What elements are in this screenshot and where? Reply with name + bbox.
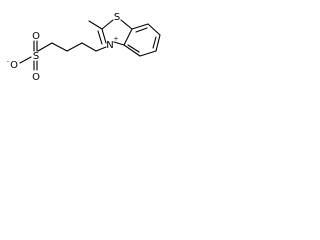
oxygen-negative-charge: -	[7, 59, 9, 66]
sulfonate-oxygen-side-label: O	[10, 60, 18, 71]
bond-c4-sulfonate	[37, 42, 53, 52]
bond-n3-c1	[95, 46, 107, 52]
sulfonate-sulfur-label: S	[33, 51, 39, 62]
bond-c3-c4	[51, 42, 68, 52]
bond-c2-methyl	[88, 20, 103, 30]
bond-s-o-side	[19, 56, 32, 64]
bond-c6-c5-inner	[152, 36, 157, 49]
bond-c4-c3a-inner	[127, 44, 140, 53]
bond-c4-c3a	[123, 44, 141, 57]
chemical-structure: S N + S O O - O	[7, 12, 161, 83]
bond-c7a-c7-inner	[135, 27, 148, 33]
nitrogen-positive-charge: +	[113, 36, 118, 43]
bond-c3a-c7a	[123, 28, 133, 46]
nitrogen-label: N	[106, 40, 113, 51]
sulfonate-oxygen-top-label: O	[32, 31, 40, 42]
bond-c1-c2	[81, 42, 97, 52]
bond-c6-c5	[155, 34, 161, 52]
sulfur-ring-label: S	[114, 12, 120, 23]
bond-c2-c3	[66, 42, 83, 52]
bond-c7a-c7	[131, 23, 149, 30]
bond-n3-c3a	[113, 41, 125, 46]
bond-s1-c7a	[120, 19, 133, 30]
bond-c2-n3-double	[97, 30, 103, 45]
bond-c2-n3	[101, 28, 107, 44]
sulfonate-oxygen-bottom-label: O	[32, 72, 40, 83]
bond-c7-c6	[147, 23, 161, 36]
bond-c2-s1	[101, 19, 114, 30]
bond-c5-c4	[139, 50, 157, 57]
